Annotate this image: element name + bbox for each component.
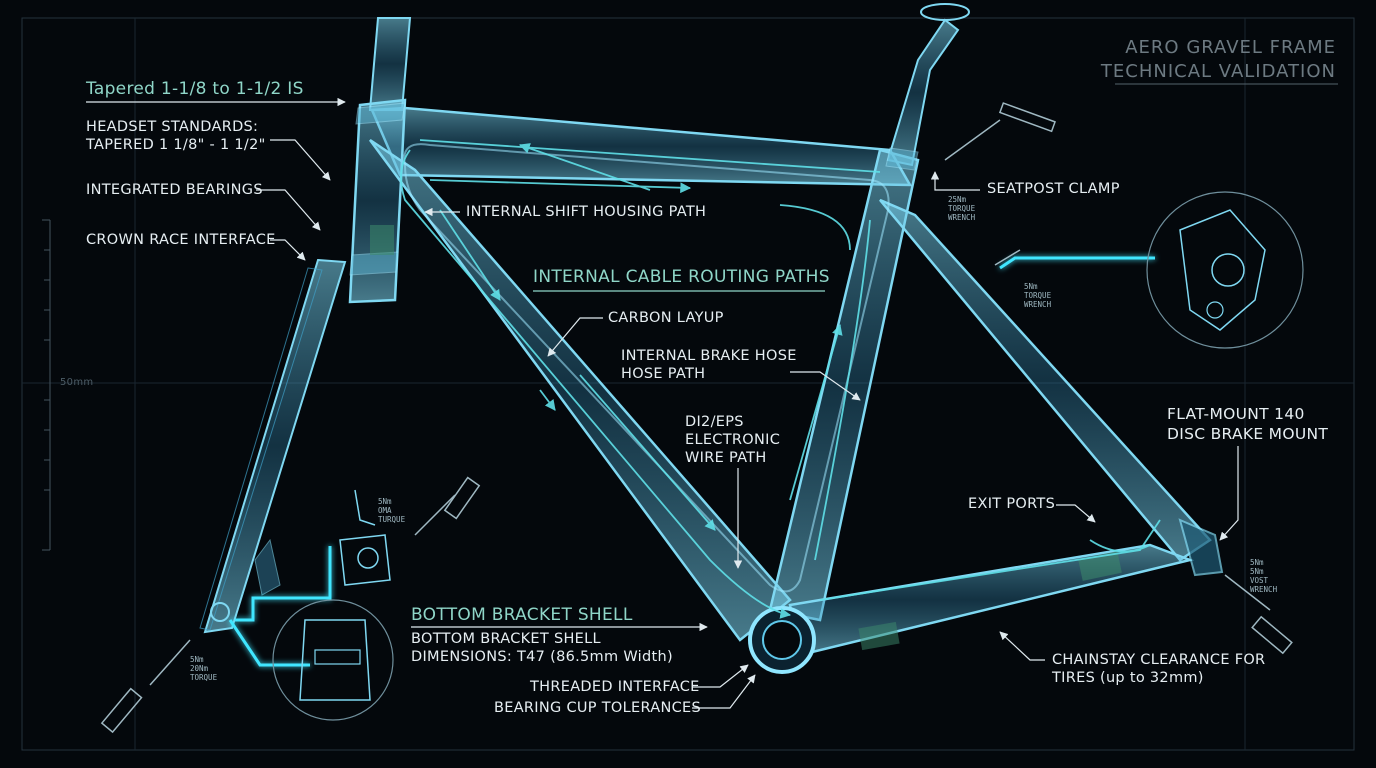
label-shift-housing: INTERNAL SHIFT HOUSING PATH: [466, 204, 707, 220]
callout-leaders: [86, 97, 1239, 709]
label-routing-heading: INTERNAL CABLE ROUTING PATHS: [533, 267, 830, 287]
label-crown-race: CROWN RACE INTERFACE: [86, 232, 276, 248]
title-line-1: AERO GRAVEL FRAME: [1125, 37, 1336, 58]
fork-crown-inset: [272, 599, 394, 721]
label-integrated-bearings: INTEGRATED BEARINGS: [86, 182, 263, 198]
diagram-title: AERO GRAVEL FRAME TECHNICAL VALIDATION: [1101, 36, 1336, 84]
torque-dropout: 5Nm 5Nm VOST WRENCH: [1250, 558, 1278, 594]
torque-wrenches: [100, 102, 1293, 734]
torque-fork: 5Nm 20Nm TORQUE: [190, 655, 218, 682]
scale-ruler: [42, 219, 51, 551]
internal-cable-paths: [400, 139, 1161, 619]
rear-derailleur-inset: [1146, 191, 1304, 349]
label-di2-path: DI2/EPS ELECTRONIC WIRE PATH: [685, 414, 781, 466]
label-bb-dimensions: BOTTOM BRACKET SHELL DIMENSIONS: T47 (86…: [411, 631, 673, 665]
label-brake-hose: INTERNAL BRAKE HOSE HOSE PATH: [621, 348, 797, 382]
saddle-clamp: [920, 3, 970, 21]
torque-rear-caliper: 5Nm TORQUE WRENCH: [1024, 282, 1052, 309]
label-headset-standards: HEADSET STANDARDS: TAPERED 1 1/8" - 1 1/…: [86, 119, 266, 153]
label-threaded-interface: THREADED INTERFACE: [530, 679, 700, 695]
torque-front-caliper: 5Nm OMA TURQUE: [378, 497, 406, 524]
front-brake-caliper: [339, 489, 391, 586]
label-seatpost-clamp: SEATPOST CLAMP: [987, 181, 1120, 197]
label-bearing-cup: BEARING CUP TOLERANCES: [494, 700, 702, 716]
title-line-2: TECHNICAL VALIDATION: [1100, 61, 1336, 82]
fork-dropout: [210, 602, 230, 622]
label-carbon-layup: CARBON LAYUP: [608, 310, 724, 326]
glow-leaders: [228, 256, 1155, 667]
label-flat-mount: FLAT-MOUNT 140 DISC BRAKE MOUNT: [1167, 405, 1329, 443]
label-tapered: Tapered 1-1/8 to 1-1/2 IS: [86, 79, 304, 99]
fork: [199, 258, 347, 634]
steerer-tube: [368, 17, 412, 111]
seatpost: [886, 18, 960, 167]
label-ruler: 50mm: [60, 377, 94, 388]
frame-tubes: [348, 98, 1224, 674]
torque-seat-clamp: 25Nm TORQUE WRENCH: [948, 195, 976, 222]
blueprint-grid: [21, 17, 1355, 751]
label-bb-heading: BOTTOM BRACKET SHELL: [411, 605, 633, 625]
label-exit-ports: EXIT PORTS: [968, 496, 1056, 512]
label-chainstay-clearance: CHAINSTAY CLEARANCE FOR TIRES (up to 32m…: [1052, 652, 1266, 686]
